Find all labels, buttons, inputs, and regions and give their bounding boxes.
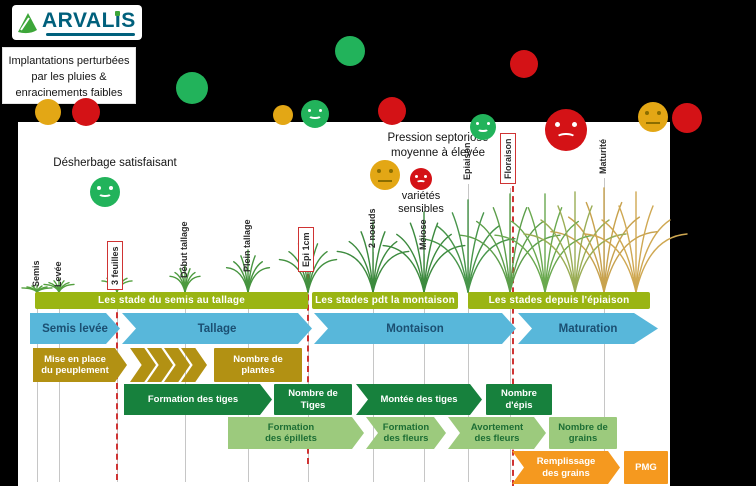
process-arrow-notch-remplissage-des-grains: Remplissage des grains — [512, 451, 620, 484]
phase-bar-les-stade-du-semis-au-tallage: Les stade du semis au tallage — [35, 292, 308, 309]
timeline-segment-maturation: Maturation — [518, 313, 658, 344]
status-dot-red-4 — [510, 50, 538, 78]
face-eye — [377, 169, 381, 174]
face-eye — [486, 122, 490, 126]
stage-label-epiaison: Epiaison — [462, 142, 472, 180]
status-dot-green-3 — [335, 36, 365, 66]
key-stage-marker-0 — [116, 292, 118, 480]
arvalis-leaf-icon — [18, 13, 37, 34]
stage-label-3-feuilles: 3 feuilles — [107, 241, 123, 290]
process-arrow-notch-formation-des-fleurs: Formation des fleurs — [366, 417, 446, 449]
stage-label-semis: Semis — [31, 260, 41, 287]
face-mouth-happy — [97, 190, 113, 198]
face-neutral-yellow-4 — [370, 160, 400, 190]
face-mouth-neutral — [377, 179, 393, 182]
status-dot-yellow-5 — [273, 105, 293, 125]
process-box-nombre-de-plantes: Nombre de plantes — [214, 348, 302, 382]
face-happy-green-1 — [90, 177, 120, 207]
face-mouth-happy — [476, 125, 490, 132]
face-happy-green-0 — [301, 100, 329, 128]
face-eye — [571, 122, 577, 128]
stage-label-levée: Levée — [53, 261, 63, 287]
stage-label-début-tallage: Début tallage — [179, 221, 189, 278]
face-eye — [423, 174, 427, 178]
face-eye — [645, 111, 649, 116]
timeline-segment-tallage: Tallage — [122, 313, 312, 344]
status-dot-red-6 — [378, 97, 406, 125]
arvalis-logo-i-dot — [115, 11, 120, 16]
stage-label-maturité: Maturité — [598, 138, 608, 174]
face-eye — [389, 169, 393, 174]
stage-gridline-méiose — [424, 254, 425, 482]
face-eye — [415, 174, 419, 178]
process-box-nombre-de-grains: Nombre de grains — [549, 417, 617, 449]
status-dot-yellow-0 — [35, 99, 61, 125]
stage-label-méiose: Méiose — [418, 219, 428, 250]
face-mouth-sad — [415, 180, 427, 186]
face-eye — [97, 186, 101, 191]
stage-label-floraison: Floraison — [500, 133, 516, 184]
arvalis-logo-text: ARVALIS — [42, 9, 136, 32]
process-box-nombre-de-tiges: Nombre de Tiges — [274, 384, 352, 415]
status-dot-green-2 — [176, 72, 208, 104]
phase-bar-les-stades-pdt-la-montaison: Les stades pdt la montaison — [312, 292, 458, 309]
process-box-pmg: PMG — [624, 451, 668, 484]
stage-gridline-floraison — [510, 188, 511, 482]
face-mouth-neutral — [645, 121, 661, 124]
process-arrow-formation-des-épillets: Formation des épillets — [228, 417, 364, 449]
process-arrow-mise-en-place-du-peuplement: Mise en place du peuplement — [33, 348, 127, 382]
face-neutral-yellow-6 — [638, 102, 668, 132]
status-dot-red-1 — [72, 98, 100, 126]
stage-label-plein-tallage: Plein tallage — [242, 219, 252, 272]
stage-gridline-semis — [37, 291, 38, 482]
key-stage-marker-2 — [512, 186, 514, 486]
stage-label-epi-1cm: Epi 1cm — [298, 227, 314, 272]
arvalis-logo: ARVALIS — [12, 5, 142, 40]
phase-bar-les-stades-depuis-l'épiaison: Les stades depuis l'épiaison — [468, 292, 650, 309]
stage-label-2-noeuds: 2 noeuds — [367, 208, 377, 248]
note-implantation: Implantations perturbées par les pluies … — [2, 47, 136, 104]
process-arrow-notch-montée-des-tiges: Montée des tiges — [356, 384, 482, 415]
timeline-segment-semis-levée: Semis levée — [30, 313, 120, 344]
face-mouth-sad — [556, 132, 576, 144]
process-box-nombre-d'épis: Nombre d'épis — [486, 384, 552, 415]
key-stage-marker-1 — [307, 274, 309, 464]
stage-gridline-levée — [59, 291, 60, 482]
face-eye — [307, 108, 311, 112]
face-sad-red-5 — [410, 168, 432, 190]
face-eye — [319, 108, 323, 112]
timeline-segment-montaison: Montaison — [314, 313, 516, 344]
note-varietes: variétés sensibles — [398, 190, 444, 216]
process-arrow-formation-des-tiges: Formation des tiges — [124, 384, 272, 415]
process-arrow-notch-avortement-des-fleurs: Avortement des fleurs — [448, 417, 546, 449]
stage-gridline-2-noeuds — [373, 252, 374, 482]
face-happy-green-2 — [470, 114, 496, 140]
arvalis-logo-underline — [46, 33, 135, 36]
face-eye — [476, 122, 480, 126]
note-desherbage: Désherbage satisfaisant — [53, 157, 177, 169]
status-dot-red-7 — [672, 103, 702, 133]
face-eye — [657, 111, 661, 116]
face-mouth-happy — [308, 112, 322, 119]
face-eye — [555, 122, 561, 128]
face-eye — [109, 186, 113, 191]
stage-gridline-début-tallage — [185, 282, 186, 482]
face-sad-red-3 — [545, 109, 587, 151]
